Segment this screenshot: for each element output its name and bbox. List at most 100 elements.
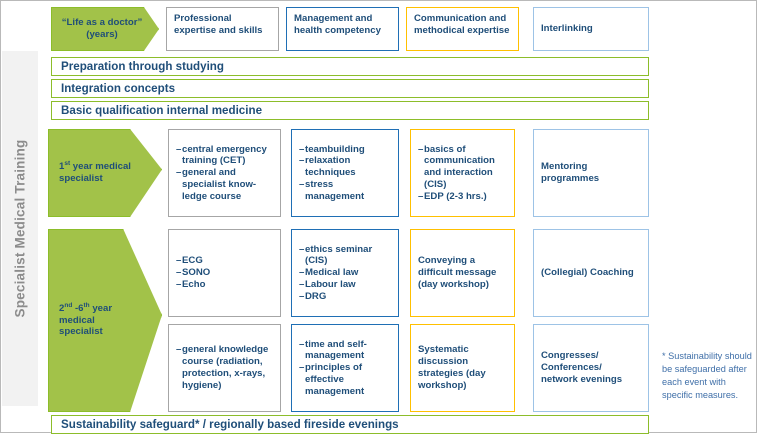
cell-list-item: –Echo xyxy=(176,279,273,291)
header-column-interlinking[interactable]: Interlinking xyxy=(533,7,649,51)
cell-r2-c4-interlinking[interactable]: (Collegial) Coaching xyxy=(533,229,649,317)
bar-integration-concepts[interactable]: Integration concepts xyxy=(51,79,649,98)
cell-list-item: –Medical law xyxy=(299,267,391,279)
cell-r3-c2-management-health[interactable]: –time and self-management–principles of … xyxy=(291,324,399,412)
cell-list-item-label: basics of communication and interaction … xyxy=(424,143,495,190)
cell-list-item-label: general and specialist know-ledge course xyxy=(182,167,257,202)
cell-text: Systematic discussion strategies (day wo… xyxy=(418,344,486,391)
dash-bullet-icon: – xyxy=(176,278,182,290)
header-column-label: Communication and methodical expertise xyxy=(414,13,510,36)
cell-list-item-label: ECG xyxy=(182,255,203,267)
dash-bullet-icon: – xyxy=(299,338,305,350)
bar-sustainability-safeguard[interactable]: Sustainability safeguard* / regionally b… xyxy=(51,415,649,434)
header-stage-line1: “Life as a doctor” xyxy=(61,17,143,29)
cell-list-item: –general and specialist know-ledge cours… xyxy=(176,167,273,202)
cell-list-item-label: central emergency training (CET) xyxy=(182,143,267,167)
cell-text: Mentoring programmes xyxy=(541,161,600,184)
bar-label: Preparation through studying xyxy=(61,60,224,73)
cell-r3-c1-professional-expertise[interactable]: –general knowledge course (radiation, pr… xyxy=(168,324,281,412)
cell-list-item: –Labour law xyxy=(299,279,391,291)
header-stage-chevron[interactable]: “Life as a doctor” (years) xyxy=(51,7,159,51)
cell-list-item-label: stress management xyxy=(305,178,365,202)
stage-chevron-second-to-sixth-year[interactable]: 2nd -6th year medical specialist xyxy=(48,229,162,412)
cell-r2-c1-professional-expertise[interactable]: –ECG–SONO–Echo xyxy=(168,229,281,317)
cell-list-item: –basics of communication and interaction… xyxy=(418,144,507,191)
cell-text: Conveying a difficult message (day works… xyxy=(418,255,497,290)
cell-list-item: –time and self-management xyxy=(299,339,391,363)
cell-list-item: –principles of effective management xyxy=(299,362,391,397)
dash-bullet-icon: – xyxy=(299,178,305,190)
cell-list-item-label: Medical law xyxy=(305,267,359,279)
dash-bullet-icon: – xyxy=(176,344,182,356)
cell-list-item-label: SONO xyxy=(182,267,211,279)
dash-bullet-icon: – xyxy=(299,267,305,279)
cell-list-item: –general knowledge course (radiation, pr… xyxy=(176,344,273,391)
header-column-label: Interlinking xyxy=(541,23,593,35)
cell-r2-c2-management-health[interactable]: –ethics seminar (CIS)–Medical law–Labour… xyxy=(291,229,399,317)
header-column-label: Management and health competency xyxy=(294,13,381,36)
cell-text: (Collegial) Coaching xyxy=(541,267,634,279)
bar-label: Sustainability safeguard* / regionally b… xyxy=(61,418,399,431)
header-stage-line2: (years) xyxy=(86,29,118,40)
cell-list-item-label: general knowledge course (radiation, pro… xyxy=(182,344,269,391)
header-column-management-health[interactable]: Management and health competency xyxy=(286,7,399,51)
cell-list-item-label: teambuilding xyxy=(305,143,365,155)
cell-list-item: –teambuilding xyxy=(299,144,391,156)
dash-bullet-icon: – xyxy=(299,290,305,302)
footnote-sustainability: * Sustainability should be safeguarded a… xyxy=(662,350,756,402)
cell-list-item-label: EDP (2-3 hrs.) xyxy=(424,190,487,202)
stage-chevron-first-year[interactable]: 1st year medical specialist xyxy=(48,129,162,217)
cell-r3-c3-communication-methodical[interactable]: Systematic discussion strategies (day wo… xyxy=(410,324,515,412)
bar-basic-qualification-internal-medicine[interactable]: Basic qualification internal medicine xyxy=(51,101,649,120)
cell-r2-c3-communication-methodical[interactable]: Conveying a difficult message (day works… xyxy=(410,229,515,317)
cell-list-item: –relaxation techniques xyxy=(299,155,391,179)
cell-list-item: –DRG xyxy=(299,291,391,303)
cell-list-item-label: time and self-management xyxy=(305,338,367,362)
cell-list-item: –stress management xyxy=(299,179,391,203)
dash-bullet-icon: – xyxy=(299,155,305,167)
cell-list-item: –ECG xyxy=(176,255,273,267)
bar-label: Integration concepts xyxy=(61,82,176,95)
sidebar-label: Specialist Medical Training xyxy=(12,139,28,318)
footnote-text: * Sustainability should be safeguarded a… xyxy=(662,351,752,401)
cell-list-item: –ethics seminar (CIS) xyxy=(299,244,391,268)
cell-list-item-label: DRG xyxy=(305,290,327,302)
dash-bullet-icon: – xyxy=(299,278,305,290)
cell-list-item-label: relaxation techniques xyxy=(305,155,356,179)
header-column-professional-expertise[interactable]: Professional expertise and skills xyxy=(166,7,279,51)
header-column-label: Professional expertise and skills xyxy=(174,13,263,36)
cell-list: –central emergency training (CET)–genera… xyxy=(176,144,273,203)
cell-list-item: –central emergency training (CET) xyxy=(176,144,273,168)
dash-bullet-icon: – xyxy=(299,243,305,255)
cell-list-item-label: principles of effective management xyxy=(305,362,365,397)
cell-list-item: –SONO xyxy=(176,267,273,279)
stage-label: 1st year medical specialist xyxy=(59,159,131,184)
dash-bullet-icon: – xyxy=(176,143,182,155)
cell-list-item-label: ethics seminar (CIS) xyxy=(305,243,373,267)
dash-bullet-icon: – xyxy=(176,167,182,179)
dash-bullet-icon: – xyxy=(418,143,424,155)
bar-preparation-through-studying[interactable]: Preparation through studying xyxy=(51,57,649,76)
bar-label: Basic qualification internal medicine xyxy=(61,104,263,117)
cell-r1-c4-interlinking[interactable]: Mentoring programmes xyxy=(533,129,649,217)
header-column-communication-methodical[interactable]: Communication and methodical expertise xyxy=(406,7,519,51)
cell-list: –basics of communication and interaction… xyxy=(418,144,507,203)
cell-r1-c3-communication-methodical[interactable]: –basics of communication and interaction… xyxy=(410,129,515,217)
cell-list: –time and self-management–principles of … xyxy=(299,339,391,398)
dash-bullet-icon: – xyxy=(299,143,305,155)
sidebar-specialist-medical-training: Specialist Medical Training xyxy=(2,51,38,406)
dash-bullet-icon: – xyxy=(176,255,182,267)
cell-list-item-label: Labour law xyxy=(305,278,356,290)
cell-list-item: –EDP (2-3 hrs.) xyxy=(418,191,507,203)
dash-bullet-icon: – xyxy=(176,267,182,279)
stage-label: 2nd -6th year medical specialist xyxy=(59,301,113,338)
cell-text: Congresses/ Conferences/ network evening… xyxy=(541,350,623,385)
cell-list: –general knowledge course (radiation, pr… xyxy=(176,344,273,391)
cell-list-item-label: Echo xyxy=(182,278,206,290)
cell-r1-c1-professional-expertise[interactable]: –central emergency training (CET)–genera… xyxy=(168,129,281,217)
cell-r3-c4-interlinking[interactable]: Congresses/ Conferences/ network evening… xyxy=(533,324,649,412)
cell-r1-c2-management-health[interactable]: –teambuilding–relaxation techniques–stre… xyxy=(291,129,399,217)
cell-list: –teambuilding–relaxation techniques–stre… xyxy=(299,144,391,203)
cell-list: –ECG–SONO–Echo xyxy=(176,255,273,290)
